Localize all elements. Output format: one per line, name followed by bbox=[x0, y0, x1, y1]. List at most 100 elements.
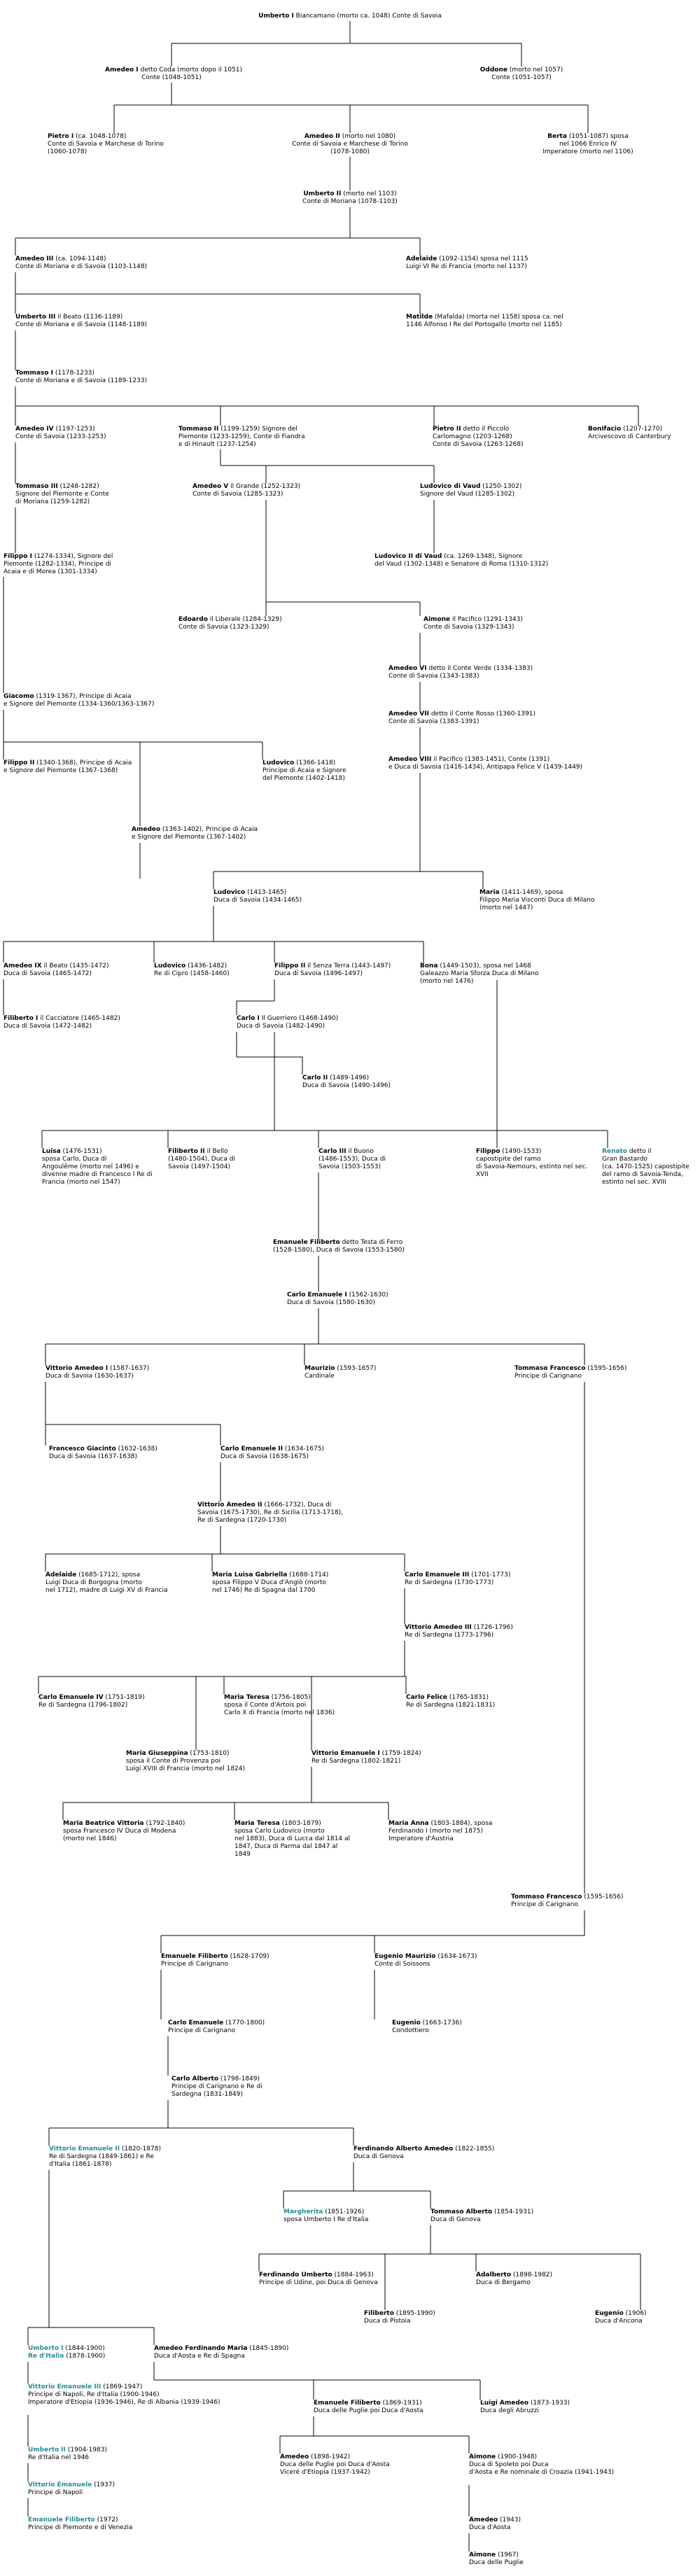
person-umberto2re: Umberto II (1904-1983)Re d'Italia nel 19… bbox=[28, 2446, 161, 2462]
person-note: Angoulême (morto nel 1496) e divenne mad… bbox=[42, 1163, 153, 1186]
person-name: Tommaso Francesco bbox=[511, 1893, 582, 1900]
person-title: sposa Francesco IV Duca di Modena bbox=[63, 1828, 176, 1835]
person-title: Arcivescovo di Canterbury bbox=[588, 433, 671, 440]
person-title: Duca di Savoia (1472-1482) bbox=[4, 1023, 92, 1030]
person-filippo2sz: Filippo II il Senza Terra (1443-1497)Duc… bbox=[274, 962, 407, 978]
person-title: Conte (1051-1057) bbox=[491, 74, 552, 81]
person-title: Duca di Savoia (1482-1490) bbox=[237, 1023, 326, 1030]
person-detail: Il Guerriero (1468-1490) bbox=[259, 1015, 339, 1022]
person-title: Condottiero bbox=[392, 2027, 429, 2034]
person-detail: (1489-1496) bbox=[328, 1074, 370, 1082]
person-title: Galeazzo Maria Sforza Duca di Milano bbox=[420, 970, 539, 977]
person-carloemanuele1770: Carlo Emanuele (1770-1800)Principe di Ca… bbox=[168, 2019, 308, 2035]
person-name: Adelaide bbox=[406, 255, 438, 262]
person-vittorioamedeo1: Vittorio Amedeo I (1587-1637)Duca di Sav… bbox=[46, 1365, 186, 1380]
person-detail: (1751-1819) bbox=[103, 1694, 145, 1701]
person-title: Conte di Soissons bbox=[374, 1961, 430, 1968]
person-carlo2: Carlo II (1489-1496)Duca di Savoia (1490… bbox=[302, 1074, 442, 1090]
person-name: Filippo II bbox=[274, 962, 306, 969]
person-vittorioemanuele1: Vittorio Emanuele I (1759-1824)Re di Sar… bbox=[312, 1750, 458, 1765]
person-detail: (1845-1890) bbox=[247, 2345, 289, 2352]
person-detail: (1756-1805) bbox=[269, 1694, 311, 1701]
person-name: Oddone bbox=[479, 66, 507, 74]
person-title: Duca delle Puglie poi Duca d'Aosta bbox=[280, 2461, 390, 2468]
person-name: Maria Giuseppina bbox=[126, 1750, 188, 1757]
person-detail: (1248-1282) bbox=[57, 483, 99, 490]
person-detail: (1178-1233) bbox=[52, 370, 94, 377]
person-title: Conte di Savoia (1285-1323) bbox=[192, 491, 284, 498]
person-amedeo1898: Amedeo (1898-1942)Duca delle Puglie poi … bbox=[280, 2454, 462, 2477]
person-name: Umberto II bbox=[303, 190, 342, 197]
person-mariabeatrice: Maria Beatrice Vittoria (1792-1840)sposa… bbox=[63, 1820, 231, 1843]
person-ludovicocipro: Ludovico (1436-1482)Re di Cipro (1458-14… bbox=[154, 962, 273, 978]
person-pietro1: Pietro I (ca. 1048-1078)Conte di Savoia … bbox=[48, 133, 181, 156]
person-detail: (1851-1926) bbox=[323, 2208, 365, 2216]
person-name: Tommaso Francesco bbox=[514, 1365, 586, 1372]
person-detail: (1792-1840) bbox=[144, 1820, 186, 1827]
person-name: Filippo I bbox=[4, 553, 32, 560]
person-name: Emanuele Filiberto bbox=[28, 2516, 95, 2524]
person-name: Carlo III bbox=[318, 1148, 346, 1155]
person-detail: (ca. 1269-1348), Signore bbox=[442, 553, 523, 560]
person-title: Principe di Carignano e Re di bbox=[172, 2083, 262, 2090]
person-name: Vittorio Amedeo III bbox=[405, 1624, 472, 1631]
person-detail: (1092-1154) sposa nel 1115 bbox=[437, 255, 528, 262]
person-title: Re di Sardegna (1773-1796) bbox=[405, 1632, 494, 1639]
person-note: nel 1712), madre di Luigi XV di Francia bbox=[46, 1587, 168, 1594]
person-title: Principe di Udine, poi Duca di Genova bbox=[259, 2279, 378, 2286]
person-name: Bona bbox=[420, 962, 438, 969]
person-note: Re di Sardegna (1720-1730) bbox=[197, 1517, 287, 1524]
person-detail: (1593-1657) bbox=[335, 1365, 377, 1372]
person-title: Conte di Moriana e di Savoia (1103-1148) bbox=[15, 263, 148, 270]
person-filiberto1895: Filiberto (1895-1990)Duca di Pistoia bbox=[364, 2310, 476, 2325]
person-name: Francesco Giacinto bbox=[49, 1446, 116, 1452]
person-name: Carlo Emanuele bbox=[168, 2019, 224, 2026]
person-title: nel 1066 Enrico IV bbox=[559, 141, 617, 148]
person-detail: (1476-1531) bbox=[60, 1148, 102, 1155]
person-name: Renato bbox=[602, 1148, 627, 1155]
person-title: Principe di Carignano bbox=[161, 1961, 228, 1968]
person-amedeo8: Amedeo VIII il Pacifico (1383-1451), Con… bbox=[388, 756, 620, 771]
person-title: Conte di Savoia (1329-1343) bbox=[424, 624, 514, 631]
person-title: Principe di Carignano bbox=[511, 1901, 578, 1908]
person-detail: (1869-1931) bbox=[380, 2400, 422, 2407]
person-title: Conte di Savoia (1343-1383) bbox=[388, 673, 479, 680]
person-detail: (1051-1087) sposa bbox=[566, 133, 629, 140]
person-title: Piemonte (1282-1334), Principe di bbox=[4, 561, 111, 568]
person-note: Savoia (1503-1553) bbox=[318, 1163, 382, 1170]
person-title: Re d'Italia bbox=[28, 2353, 64, 2360]
person-title: capostipite del ramo bbox=[476, 1156, 541, 1163]
person-detail: (1449-1503), sposa nel 1468 bbox=[438, 962, 531, 969]
person-emanuelefiliberto3: Emanuele Filiberto (1869-1931)Duca delle… bbox=[314, 2400, 489, 2415]
person-note: (morto nel 1447) bbox=[479, 904, 533, 911]
person-name: Filiberto I bbox=[4, 1015, 38, 1022]
person-note: Acaia e di Morea (1301-1334) bbox=[4, 568, 97, 575]
person-vittorioamedeo3: Vittorio Amedeo III (1726-1796)Re di Sar… bbox=[405, 1624, 573, 1639]
person-detail: (1490-1533) bbox=[500, 1148, 542, 1155]
person-note: Conte di Savoia (1263-1268) bbox=[433, 441, 524, 448]
person-detail: (1873-1933) bbox=[528, 2400, 570, 2407]
person-title: Principe di Napoli bbox=[28, 2489, 83, 2496]
person-name: Eugenio bbox=[392, 2019, 421, 2026]
person-title: e Duca di Savoia (1416-1434), Antipapa F… bbox=[388, 764, 583, 771]
person-mariagiuseppina: Maria Giuseppina (1753-1810)sposa il Con… bbox=[126, 1750, 315, 1773]
person-name: Umberto I bbox=[28, 2345, 64, 2352]
person-filippo2: Filippo II (1340-1368), Principe di Acai… bbox=[4, 760, 158, 775]
person-aimone1900: Aimone (1900-1948)Duca di Spoleto poi Du… bbox=[469, 2454, 630, 2477]
person-detail: (1726-1796) bbox=[471, 1624, 513, 1631]
person-name: Maria Anna bbox=[388, 1820, 429, 1827]
person-title: Conte di Savoia (1383-1391) bbox=[388, 718, 479, 725]
person-title: Conte di Savoia e Marchese di Torino bbox=[292, 141, 408, 148]
person-amedeo1943: Amedeo (1943)Duca d'Aosta bbox=[469, 2516, 588, 2532]
person-name: Edoardo bbox=[178, 616, 208, 623]
person-title: Principe di Carignano bbox=[514, 1373, 582, 1380]
person-name: Umberto II bbox=[28, 2446, 66, 2454]
person-name: Tommaso I bbox=[15, 370, 53, 377]
